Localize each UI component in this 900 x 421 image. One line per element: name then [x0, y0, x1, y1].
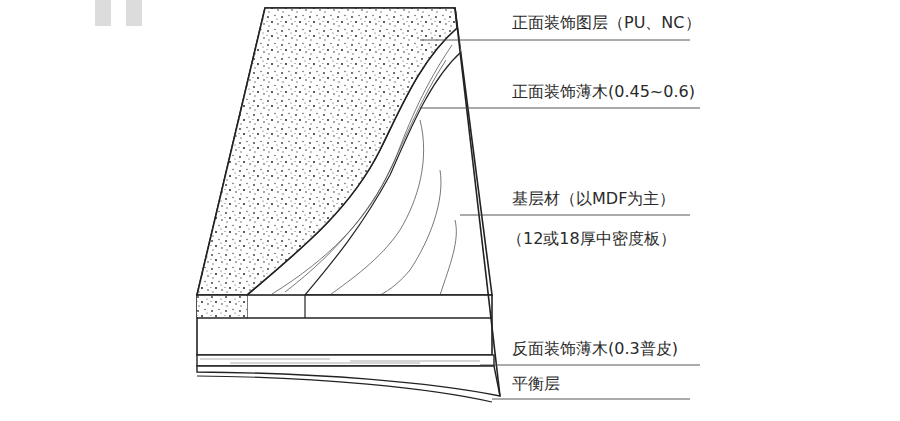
- part-label: 正面装饰薄木(0.45~0.6): [512, 81, 695, 103]
- part-label: 反面装饰薄木(0.3普皮): [512, 338, 678, 360]
- part-label: 正面装饰图层（PU、NC）: [512, 12, 701, 34]
- corner-mark: [95, 0, 111, 26]
- part-label: 平衡层: [512, 373, 560, 395]
- corner-mark: [126, 0, 142, 26]
- balance-layer: [197, 366, 500, 396]
- front-face: [197, 295, 492, 355]
- leader-lines: [420, 40, 700, 399]
- top-face: [197, 8, 492, 295]
- finish-layer: [197, 8, 457, 295]
- part-label: 基层材（以MDF为主）: [512, 188, 675, 210]
- back-veneer: [197, 355, 494, 366]
- part-label: （12或18厚中密度板）: [507, 228, 676, 250]
